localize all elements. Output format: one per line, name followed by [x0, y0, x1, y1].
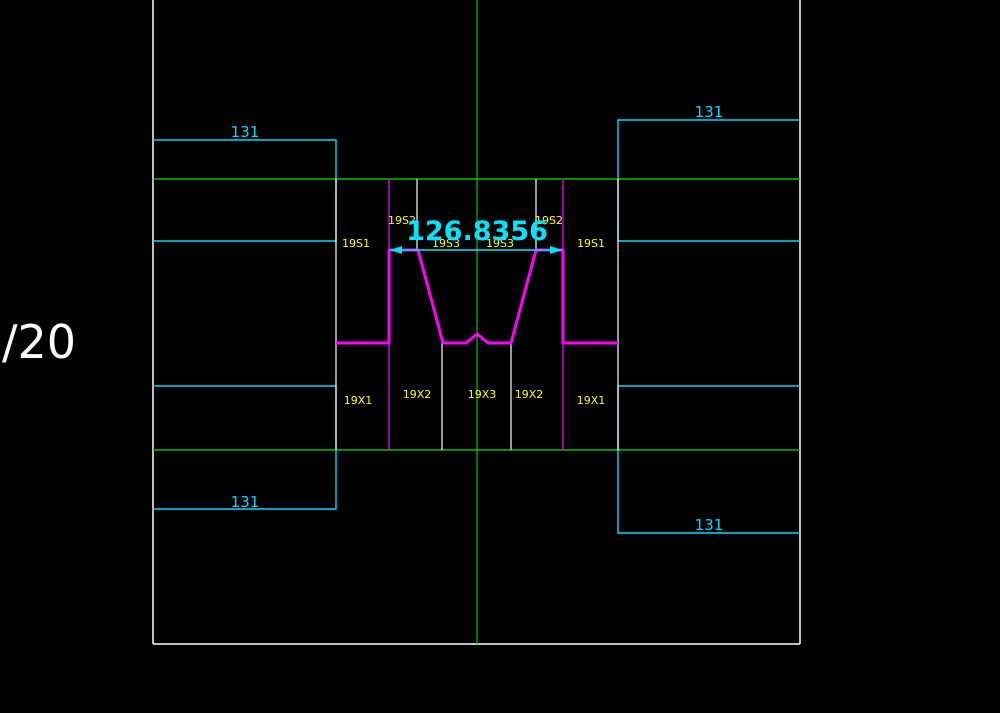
block-top-right[interactable]: [617, 119, 800, 242]
label-top-right: 131: [695, 103, 724, 121]
dimension-value[interactable]: 126.8356: [406, 216, 548, 247]
label-19x1-left: 19X1: [344, 394, 373, 407]
section-profile[interactable]: [336, 248, 618, 345]
label-19x2-right: 19X2: [515, 388, 544, 401]
label-19x3-center: 19X3: [468, 388, 497, 401]
arrow-right-icon: [550, 246, 562, 254]
label-bottom-left: 131: [231, 493, 260, 511]
block-bottom-right[interactable]: [617, 385, 800, 534]
label-19s1-right: 19S1: [577, 237, 605, 250]
label-top-left: 131: [231, 123, 260, 141]
label-19s2-left: 19S2: [388, 214, 416, 227]
dimension-line[interactable]: [390, 246, 562, 254]
label-19s1-left: 19S1: [342, 237, 370, 250]
label-19x1-right: 19X1: [577, 394, 606, 407]
block-top-left[interactable]: [153, 139, 337, 242]
label-19s3-right: 19S3: [486, 237, 514, 250]
block-bottom-left[interactable]: [153, 385, 337, 510]
label-19s2-right: 19S2: [535, 214, 563, 227]
side-label: /20: [2, 315, 76, 369]
label-19x2-left: 19X2: [403, 388, 432, 401]
horizontal-rails: [153, 178, 800, 451]
element-outlines: [335, 179, 619, 450]
arrow-left-icon: [390, 246, 402, 254]
label-bottom-right: 131: [695, 516, 724, 534]
label-19s3-left: 19S3: [432, 237, 460, 250]
